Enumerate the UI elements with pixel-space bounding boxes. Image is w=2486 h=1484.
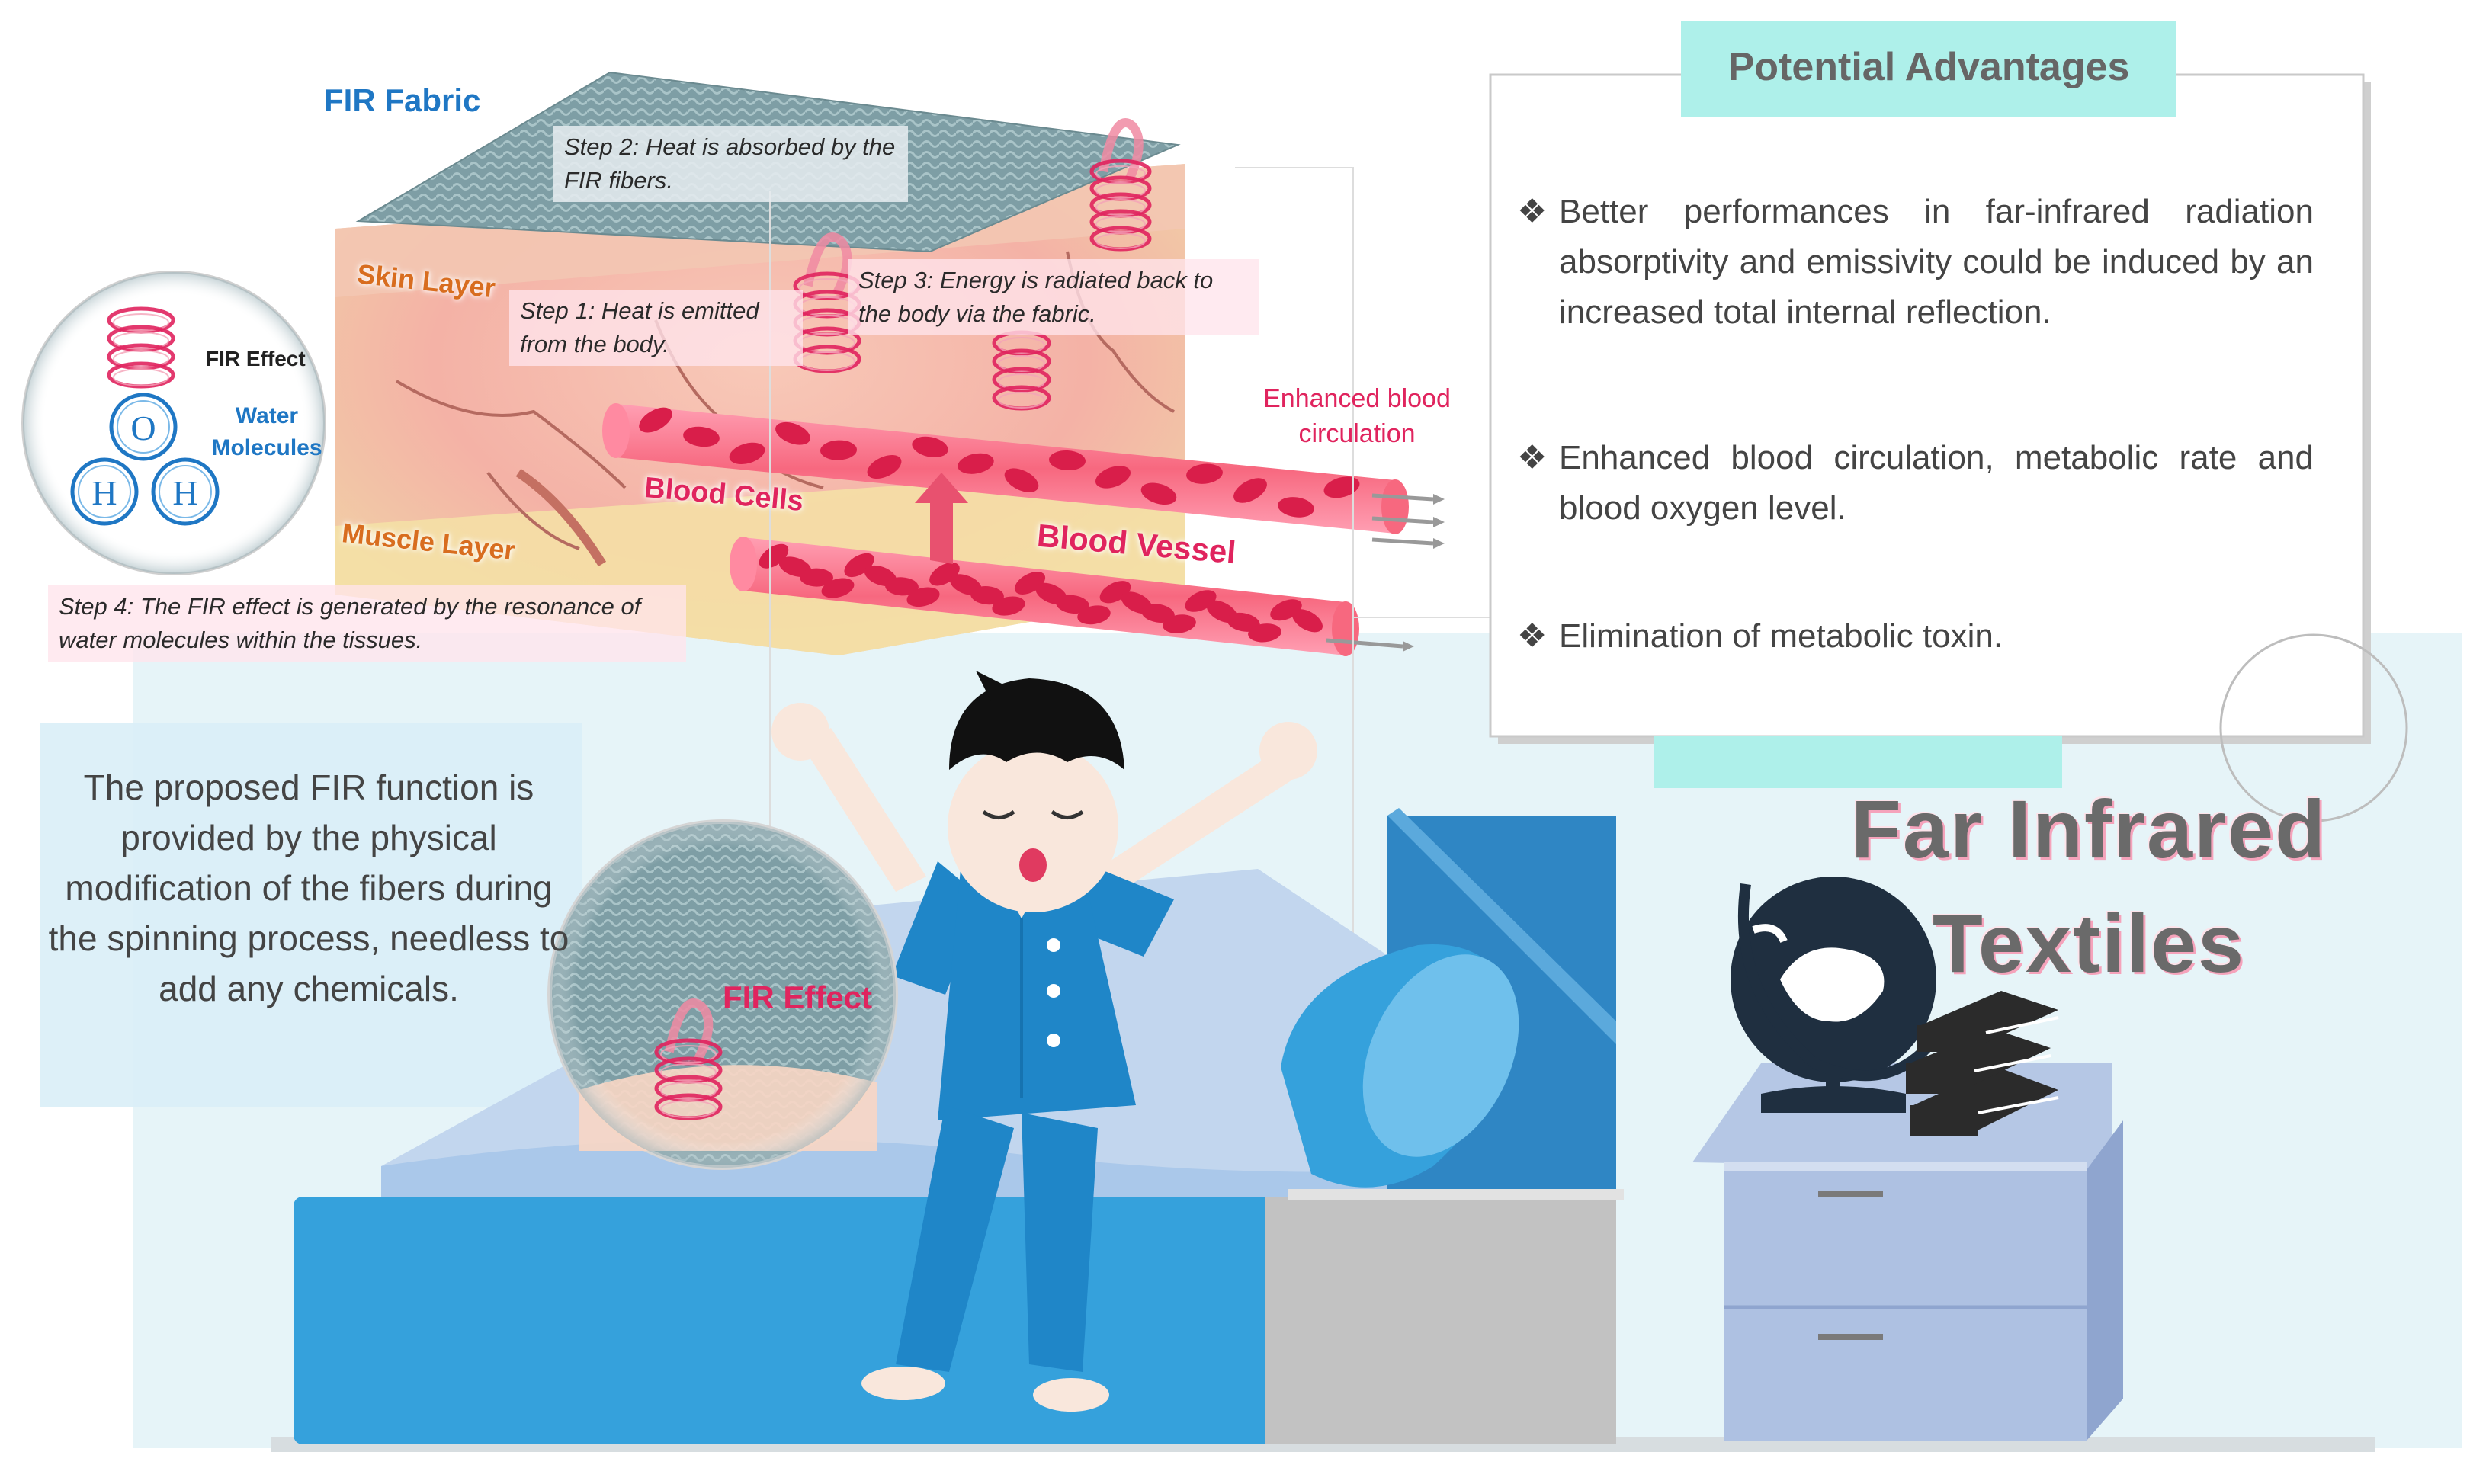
fir-spring-coil: [1089, 118, 1152, 252]
flow-arrows: [1326, 493, 1445, 652]
enhanced-circulation-label: Enhanced blood circulation: [1263, 384, 1451, 448]
fabric-inset-label: FIR Effect: [723, 979, 873, 1015]
hydrogen-symbol-1: H: [91, 473, 117, 512]
blood-cell: [912, 436, 948, 458]
water-molecule-inset: [21, 271, 326, 575]
hydrogen-atom-1: [70, 457, 139, 526]
blood-cell: [1227, 612, 1260, 632]
oxygen-atom: [109, 393, 178, 461]
description-panel: [40, 723, 582, 1107]
blood-cell: [821, 578, 855, 598]
blood-cell: [775, 421, 810, 445]
step-1-label: Step 1: Heat is emitted from the body.: [509, 290, 803, 366]
blood-cell: [759, 543, 789, 569]
advantages-title: Potential Advantages: [1727, 45, 2130, 89]
blood-cell: [1095, 466, 1131, 489]
advantage-item: ❖ Better performances in far-infrared ra…: [1517, 187, 2314, 338]
blood-cell: [1077, 605, 1111, 625]
hydrogen-symbol-2: H: [172, 473, 198, 512]
blood-cell: [885, 577, 919, 596]
advantages-bottom-highlight: [1654, 736, 2062, 788]
blood-cells: [639, 407, 1360, 643]
diamond-bullet-icon: ❖: [1517, 193, 1548, 230]
blood-cell: [1186, 463, 1223, 484]
description-text: The proposed FIR function is provided by…: [48, 768, 569, 1008]
advantage-item: ❖ Elimination of metabolic toxin.: [1517, 611, 2314, 662]
blood-cell: [1141, 604, 1175, 623]
decor-ring: [2219, 633, 2408, 822]
blood-cell: [958, 453, 994, 474]
books: [1906, 991, 2059, 1136]
step-4-label: Step 4: The FIR effect is generated by t…: [48, 585, 686, 662]
blood-cell: [683, 426, 720, 447]
fabric-magnifier-inset: [547, 819, 898, 1170]
blood-cell: [992, 596, 1025, 616]
nightstand: [1692, 1063, 2123, 1441]
fir-spring-coil: [992, 330, 1051, 411]
up-arrow: [915, 473, 968, 564]
blood-cell: [1140, 482, 1177, 505]
blood-cell: [1248, 623, 1281, 643]
blood-cell: [844, 553, 874, 578]
blood-cell: [1233, 478, 1267, 503]
main-title-line-2: Textiles: [1932, 897, 2246, 989]
globe: [1731, 877, 1941, 1113]
step-2-label: Step 2: Heat is absorbed by the FIR fibe…: [553, 126, 908, 202]
blood-cell: [1292, 609, 1323, 633]
blood-cell: [800, 568, 833, 587]
fir-spring-coil: [107, 306, 175, 389]
molecule-inset-title: FIR Effect: [206, 347, 306, 370]
blood-cell: [820, 440, 857, 460]
oxygen-symbol: O: [130, 409, 156, 447]
blood-cell: [1323, 476, 1360, 498]
blood-cell: [906, 587, 940, 607]
blood-cell: [1056, 595, 1089, 614]
blood-cell: [867, 454, 902, 479]
blood-cell: [729, 442, 765, 464]
blood-cell: [1163, 614, 1196, 633]
step-3-label: Step 3: Energy is radiated back to the b…: [848, 259, 1259, 335]
advantages-panel: [1489, 73, 2365, 738]
diamond-bullet-icon: ❖: [1517, 617, 1548, 655]
fir-spring-coil: [654, 998, 723, 1120]
fir-fabric-title: FIR Fabric: [324, 82, 481, 118]
blood-cell: [1278, 497, 1314, 518]
diamond-bullet-icon: ❖: [1517, 439, 1548, 476]
pillow: [1281, 944, 1519, 1188]
blood-cell: [1049, 450, 1086, 471]
blood-cell: [639, 407, 672, 433]
blood-cell: [970, 585, 1004, 605]
advantage-item: ❖ Enhanced blood circulation, metabolic …: [1517, 433, 2314, 534]
boy-character: [771, 671, 1317, 1412]
hydrogen-atom-2: [151, 457, 220, 526]
main-title-line-1: Far Infrared: [1850, 783, 2327, 875]
advantages-title-highlight: [1681, 21, 2176, 117]
blood-cell: [1004, 468, 1039, 492]
water-molecules-label: Water Molecules: [211, 403, 322, 460]
